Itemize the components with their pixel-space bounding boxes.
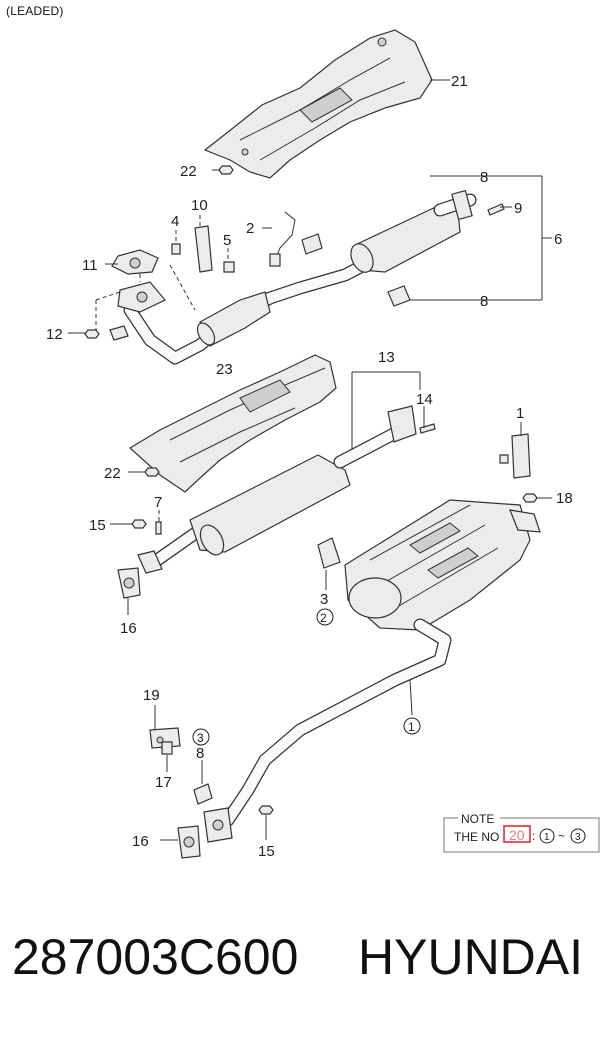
callout-22-lower: 22 — [104, 465, 121, 482]
callout-labels: 21 22 10 4 2 5 11 12 8 9 6 8 13 23 14 1 … — [46, 73, 573, 860]
callout-4: 4 — [171, 213, 179, 230]
heat-shield-upper — [203, 29, 433, 179]
oxygen-sensor-2 — [269, 211, 296, 267]
nut-18 — [522, 493, 538, 503]
hanger-rubber-3 — [317, 537, 341, 569]
hanger-rubber-8a — [301, 233, 323, 255]
note-box: NOTE THE NO 20 : 1 ~ 3 — [443, 812, 600, 853]
front-pipe-assembly — [109, 255, 377, 365]
hanger-rubber-8c — [193, 783, 213, 805]
callout-6: 6 — [554, 231, 562, 248]
gasket-11 — [111, 249, 159, 275]
heat-shield-lower — [128, 354, 337, 493]
callout-16-upper: 16 — [120, 620, 137, 637]
hanger-rubber-8b — [387, 285, 411, 307]
rear-muffler — [221, 499, 541, 827]
callout-5: 5 — [223, 232, 231, 249]
callout-21: 21 — [451, 73, 468, 90]
callout-circled-2: 2 — [320, 611, 327, 625]
callout-9: 9 — [514, 200, 522, 217]
bolt-15-upper — [131, 519, 147, 529]
callout-23: 23 — [216, 361, 233, 378]
callout-2: 2 — [246, 220, 254, 237]
callout-19: 19 — [143, 687, 160, 704]
callout-13: 13 — [378, 349, 395, 366]
note-to: 3 — [575, 832, 581, 843]
callout-8-top: 8 — [480, 169, 488, 186]
gasket-16-upper — [117, 567, 141, 599]
center-muffler-upper — [350, 189, 477, 273]
callout-12: 12 — [46, 326, 63, 343]
gasket-16-lower — [177, 825, 201, 859]
bolt-7 — [155, 521, 162, 535]
callout-16-lower: 16 — [132, 833, 149, 850]
bolt-4 — [171, 243, 181, 255]
nut-22-lower — [144, 467, 160, 477]
callout-10: 10 — [191, 197, 208, 214]
leaded-note: (LEADED) — [6, 4, 64, 18]
callout-8-mid: 8 — [480, 293, 488, 310]
bolt-17 — [161, 741, 173, 755]
note-tilde: ~ — [558, 829, 565, 843]
note-prefix: THE NO — [454, 830, 499, 844]
callout-1-upper: 1 — [516, 405, 524, 422]
bracket-10 — [194, 225, 213, 273]
callout-circled-1: 1 — [408, 720, 415, 734]
brand-name: HYUNDAI — [358, 929, 584, 985]
stud-9 — [487, 203, 505, 216]
note-title: NOTE — [461, 812, 494, 826]
bolt-5 — [223, 261, 235, 273]
flange-rear — [203, 807, 233, 843]
nut-22-upper — [218, 165, 234, 175]
note-highlight — [503, 825, 531, 843]
note-from: 1 — [544, 832, 550, 843]
note-number: 20 — [509, 827, 525, 843]
part-number: 287003C600 — [12, 929, 299, 985]
callout-11: 11 — [82, 257, 98, 274]
stud-14 — [419, 423, 436, 434]
center-pipe — [137, 405, 417, 574]
callout-15-lower: 15 — [258, 843, 275, 860]
callout-3-upper: 3 — [320, 591, 328, 608]
callout-8-lower: 8 — [196, 745, 204, 762]
callout-22-upper: 22 — [180, 163, 197, 180]
note-colon: : — [532, 829, 535, 843]
callout-circled-3: 3 — [197, 731, 204, 745]
nut-15-lower — [258, 805, 274, 815]
callout-14: 14 — [416, 391, 433, 408]
callout-18: 18 — [556, 490, 573, 507]
nut-12 — [84, 329, 100, 339]
leader-lines — [68, 79, 552, 841]
callout-15-upper: 15 — [89, 517, 106, 534]
callout-17: 17 — [155, 774, 172, 791]
callout-7: 7 — [154, 494, 162, 511]
hanger-bracket-1 — [499, 433, 531, 479]
